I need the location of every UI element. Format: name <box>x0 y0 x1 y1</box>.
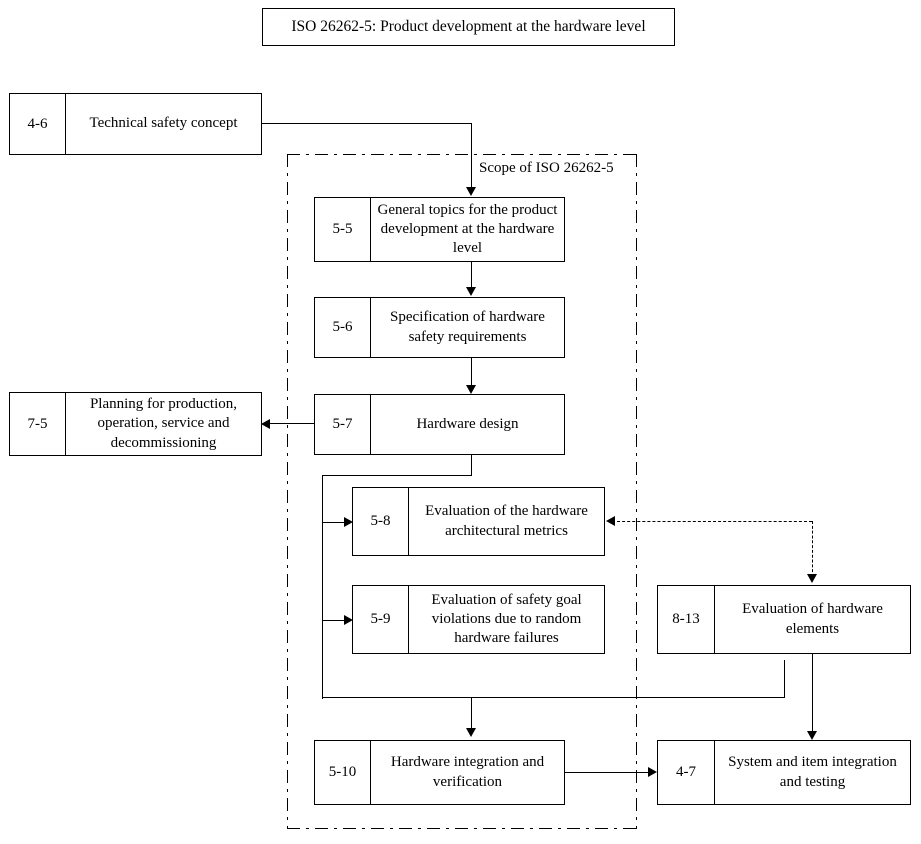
node-8-13-clause: 8-13 <box>658 586 715 653</box>
connector-8-13-to-branch <box>784 660 786 697</box>
connector-4-6-to-5-5-vertical <box>470 123 472 189</box>
node-8-13-title: Evaluation of hardware elements <box>742 601 883 637</box>
connector-5-7-branch-vertical <box>322 474 324 699</box>
arrowhead-into-4-7-top <box>807 731 817 740</box>
node-5-5-clause: 5-5 <box>315 198 371 261</box>
scope-boundary-left <box>287 154 289 829</box>
node-5-6[interactable]: 5-6 Specification of hardware safety req… <box>314 297 565 358</box>
node-5-10[interactable]: 5-10 Hardware integration and verificati… <box>314 740 565 805</box>
arrowhead-into-5-10 <box>466 728 476 737</box>
node-5-7[interactable]: 5-7 Hardware design <box>314 394 565 455</box>
node-5-10-clause: 5-10 <box>315 741 371 804</box>
node-5-9-title: Evaluation of safety goal violations due… <box>431 591 582 647</box>
node-5-8-title: Evaluation of the hardware architectural… <box>425 503 588 539</box>
arrowhead-into-5-9 <box>344 615 353 625</box>
arrowhead-into-5-8 <box>344 517 353 527</box>
connector-branch-to-5-10-vertical <box>470 696 472 733</box>
node-5-9-clause: 5-9 <box>353 586 409 653</box>
node-5-7-title: Hardware design <box>416 415 519 432</box>
node-5-6-title: Specification of hardware safety require… <box>390 309 545 345</box>
node-5-7-clause: 5-7 <box>315 395 371 454</box>
node-7-5-clause: 7-5 <box>10 393 66 455</box>
connector-5-7-branch-horizontal <box>322 474 472 476</box>
arrowhead-into-5-6 <box>466 287 476 296</box>
connector-5-10-to-4-7 <box>565 771 652 773</box>
node-8-13[interactable]: 8-13 Evaluation of hardware elements <box>657 585 911 654</box>
scope-boundary-bottom <box>287 828 637 830</box>
connector-4-6-to-5-5-horizontal <box>262 123 472 125</box>
node-5-5[interactable]: 5-5 General topics for the product devel… <box>314 197 565 262</box>
scope-boundary-right <box>636 154 638 829</box>
diagram-title-box: ISO 26262-5: Product development at the … <box>262 8 675 46</box>
arrowhead-into-8-13 <box>807 574 817 583</box>
connector-dashed-into-8-13 <box>811 520 813 577</box>
arrowhead-into-5-5 <box>466 187 476 196</box>
diagram-title-text: ISO 26262-5: Product development at the … <box>291 18 646 35</box>
node-4-7-clause: 4-7 <box>658 741 715 804</box>
connector-5-7-to-7-5 <box>266 423 314 425</box>
connector-branch-to-5-8 <box>322 521 349 523</box>
arrowhead-into-5-7 <box>466 385 476 394</box>
connector-branch-to-5-10-horizontal <box>322 696 785 698</box>
scope-boundary-top <box>287 154 637 156</box>
connector-branch-to-5-9 <box>322 619 349 621</box>
connector-8-13-to-4-7 <box>811 654 813 736</box>
connector-5-5-to-5-6 <box>470 262 472 291</box>
scope-label: Scope of ISO 26262-5 <box>476 160 617 177</box>
node-5-10-title: Hardware integration and verification <box>390 754 545 790</box>
arrowhead-into-4-7 <box>648 767 657 777</box>
connector-5-6-to-5-7 <box>470 358 472 390</box>
node-5-9[interactable]: 5-9 Evaluation of safety goal violations… <box>352 585 605 654</box>
node-5-8-clause: 5-8 <box>353 488 409 555</box>
node-4-6[interactable]: 4-6 Technical safety concept <box>9 93 262 155</box>
node-4-7[interactable]: 4-7 System and item integration and test… <box>657 740 911 805</box>
arrowhead-into-7-5 <box>261 418 270 429</box>
node-7-5-title: Planning for production, operation, serv… <box>89 396 238 451</box>
node-4-6-clause: 4-6 <box>10 94 66 154</box>
node-4-7-title: System and item integration and testing <box>728 754 897 790</box>
node-7-5[interactable]: 7-5 Planning for production, operation, … <box>9 392 262 456</box>
node-4-6-title: Technical safety concept <box>89 115 238 132</box>
connector-5-7-down <box>470 455 472 476</box>
node-5-8[interactable]: 5-8 Evaluation of the hardware architect… <box>352 487 605 556</box>
node-5-6-clause: 5-6 <box>315 298 371 357</box>
arrowhead-into-5-8-feedback <box>606 516 615 526</box>
node-5-5-title: General topics for the product developme… <box>377 201 558 257</box>
connector-8-13-feedback-to-5-8 <box>612 520 812 522</box>
